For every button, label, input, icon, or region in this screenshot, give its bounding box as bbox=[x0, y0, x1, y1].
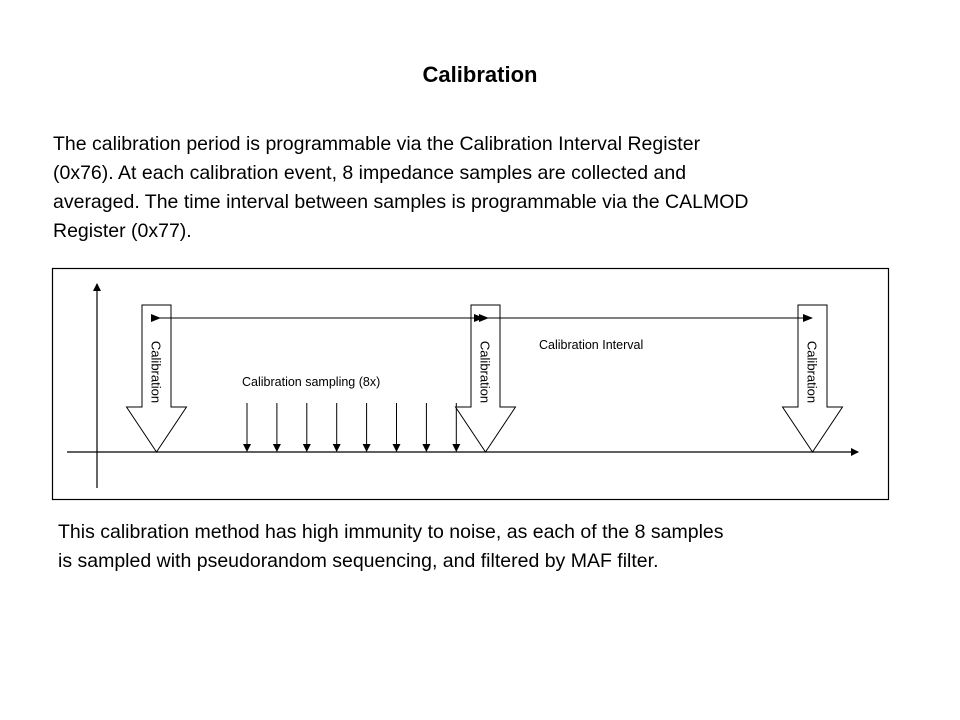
calibration-event-label: Calibration bbox=[478, 341, 493, 403]
calibration-events: Calibration Calibration Calibration bbox=[125, 304, 844, 453]
calibration-event-arrow: Calibration bbox=[125, 304, 188, 453]
footer-paragraph: This calibration method has high immunit… bbox=[58, 518, 938, 576]
footer-line: is sampled with pseudorandom sequencing,… bbox=[58, 550, 659, 572]
calibration-block-arrow-shape bbox=[125, 304, 188, 453]
intro-line: The calibration period is programmable v… bbox=[53, 133, 701, 155]
intro-paragraph: The calibration period is programmable v… bbox=[53, 130, 933, 246]
sampling-label: Calibration sampling (8x) bbox=[242, 375, 380, 389]
intro-line: Register (0x77). bbox=[53, 220, 192, 242]
sample-arrows bbox=[243, 403, 461, 452]
slide-title: Calibration bbox=[422, 62, 538, 87]
calibration-event-label: Calibration bbox=[805, 341, 820, 403]
footer-line: This calibration method has high immunit… bbox=[58, 521, 724, 543]
calibration-block-arrow-shape bbox=[454, 304, 517, 453]
calibration-event-arrow: Calibration bbox=[781, 304, 844, 453]
interval-label: Calibration Interval bbox=[539, 338, 643, 352]
calibration-event-arrow: Calibration bbox=[454, 304, 517, 453]
calibration-event-label: Calibration bbox=[149, 341, 164, 403]
calibration-block-arrow-shape bbox=[781, 304, 844, 453]
intro-line: (0x76). At each calibration event, 8 imp… bbox=[53, 162, 687, 184]
intro-line: averaged. The time interval between samp… bbox=[53, 191, 749, 213]
